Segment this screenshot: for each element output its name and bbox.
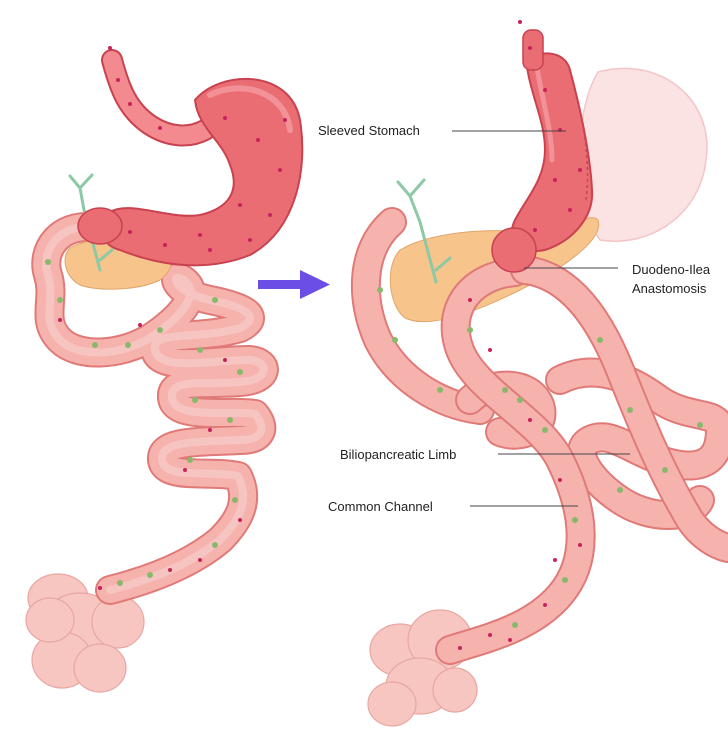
label-sleeved-stomach: Sleeved Stomach (318, 123, 420, 139)
right-arrow-icon (258, 270, 330, 299)
label-duodeno-ileal-line2: Anastomosis (632, 281, 706, 297)
esophagus-right (523, 30, 543, 70)
anastomosis-site (492, 228, 536, 272)
label-common-channel: Common Channel (328, 499, 433, 515)
normal-anatomy (26, 60, 302, 692)
removed-stomach-ghost (579, 68, 707, 241)
pylorus-left (78, 208, 122, 244)
post-surgery-anatomy (366, 30, 728, 726)
label-biliopancreatic-limb: Biliopancreatic Limb (340, 447, 456, 463)
colon-right (368, 610, 477, 726)
label-duodeno-ileal-line1: Duodeno-Ilea (632, 262, 710, 278)
